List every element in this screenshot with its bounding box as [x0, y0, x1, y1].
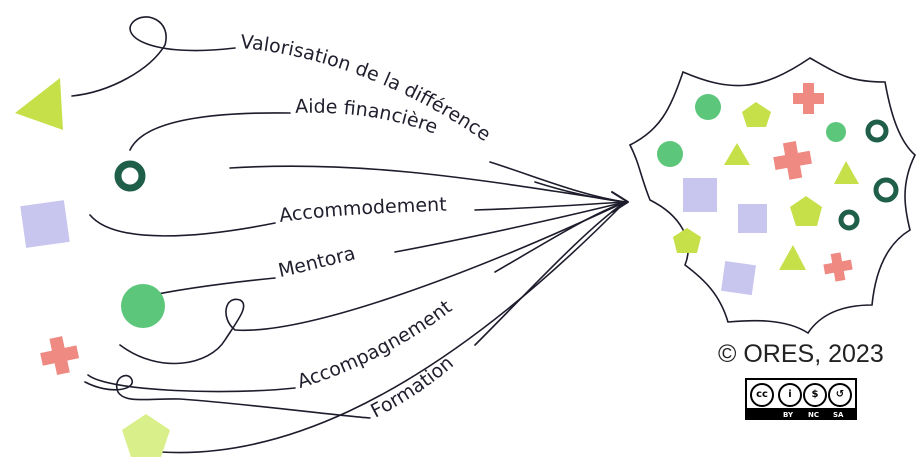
attribution-icon: i [778, 383, 802, 407]
blob-ring-3-icon [838, 209, 860, 231]
cc-badge-bar: BY NC SA [747, 408, 855, 419]
label-formation: Formation [367, 352, 458, 423]
blob-lavender-square-icon [683, 178, 717, 212]
blob-ring-icon [865, 119, 889, 143]
line-aide-2 [229, 165, 626, 203]
sharealike-icon: ↺ [828, 383, 852, 407]
lime-triangle-icon [15, 78, 63, 130]
cc-icon: cc [750, 383, 774, 407]
blob-triangle-3-icon [779, 245, 806, 270]
cc-sa-label: SA [833, 411, 844, 419]
cc-by-label: BY [783, 411, 794, 419]
blob-lavender-square-3-icon [721, 261, 756, 296]
coral-cross-icon [40, 336, 80, 376]
blob-ring-2-icon [873, 177, 899, 203]
line-accompagnement [87, 201, 626, 393]
blob-coral-cross-3-icon [823, 252, 853, 282]
blob-coral-cross-2-icon [773, 141, 812, 180]
arrowhead [611, 191, 629, 213]
lavender-square-icon [20, 200, 70, 248]
svg-text:Formation: Formation [367, 352, 458, 423]
line-accompagnement-loop [119, 201, 626, 365]
svg-text:Valorisation de la différence: Valorisation de la différence [239, 31, 494, 146]
green-circle-icon [121, 284, 165, 328]
copyright-text: © ORES, 2023 [718, 340, 884, 368]
blob-triangle-2-icon [834, 161, 859, 184]
blob-green-circle-2-icon [657, 141, 683, 167]
blob-shapes [657, 83, 899, 296]
cc-nc-label: NC [808, 411, 819, 419]
line-formation [84, 201, 626, 419]
blob-lavender-square-2-icon [738, 204, 767, 233]
line-accommodement [89, 201, 626, 237]
blob-triangle-icon [724, 143, 750, 165]
cc-license-badge[interactable]: cc i $ ↺ BY NC SA [745, 378, 857, 420]
blob-green-circle-icon [695, 94, 721, 120]
blob-small-green-circle-icon [826, 122, 846, 142]
diversity-blob [628, 57, 916, 335]
blob-pentagon-icon [742, 102, 771, 127]
blob-coral-cross-icon [793, 83, 824, 114]
line-formation-2 [159, 201, 626, 454]
dark-green-ring-icon [114, 160, 146, 192]
left-shapes [15, 78, 170, 457]
label-valorisation: Valorisation de la différence [239, 31, 494, 146]
line-aide [129, 112, 626, 203]
blob-pentagon-3-icon [673, 228, 701, 253]
label-accommodement: Accommodement [278, 194, 447, 227]
converging-lines [71, 16, 626, 454]
svg-text:Accommodement: Accommodement [278, 194, 447, 227]
blob-pentagon-2-icon [790, 196, 822, 226]
noncommercial-icon: $ [803, 383, 827, 407]
pale-lime-pentagon-icon [122, 414, 170, 457]
